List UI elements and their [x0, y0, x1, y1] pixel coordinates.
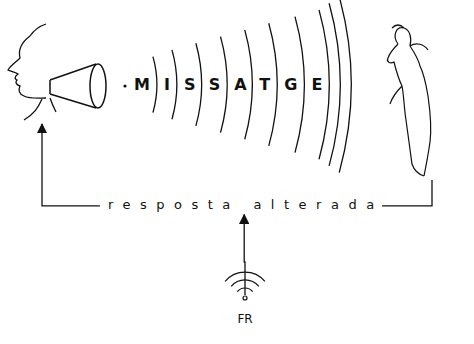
antenna-dot	[243, 296, 247, 300]
dot	[123, 84, 126, 87]
response-bracket	[42, 124, 432, 295]
feedback-line	[42, 124, 100, 206]
antenna-symbol	[225, 272, 265, 300]
speaker-head	[30, 24, 46, 36]
antenna-wave	[225, 272, 265, 281]
speaker-face	[8, 36, 46, 98]
sound-wave	[339, 0, 351, 173]
message-text: MISSATGE	[134, 75, 336, 94]
feedback-line	[382, 180, 432, 206]
source-label: FR	[237, 312, 252, 326]
antenna-wave	[237, 288, 252, 292]
megaphone-mouth	[90, 64, 106, 108]
megaphone-cone	[50, 64, 96, 108]
antenna-wave	[231, 280, 259, 286]
interference-arrow	[244, 215, 246, 295]
listener-figure	[387, 25, 430, 176]
speaker-neck	[24, 98, 56, 120]
response-label: resposta alterada	[108, 197, 384, 213]
